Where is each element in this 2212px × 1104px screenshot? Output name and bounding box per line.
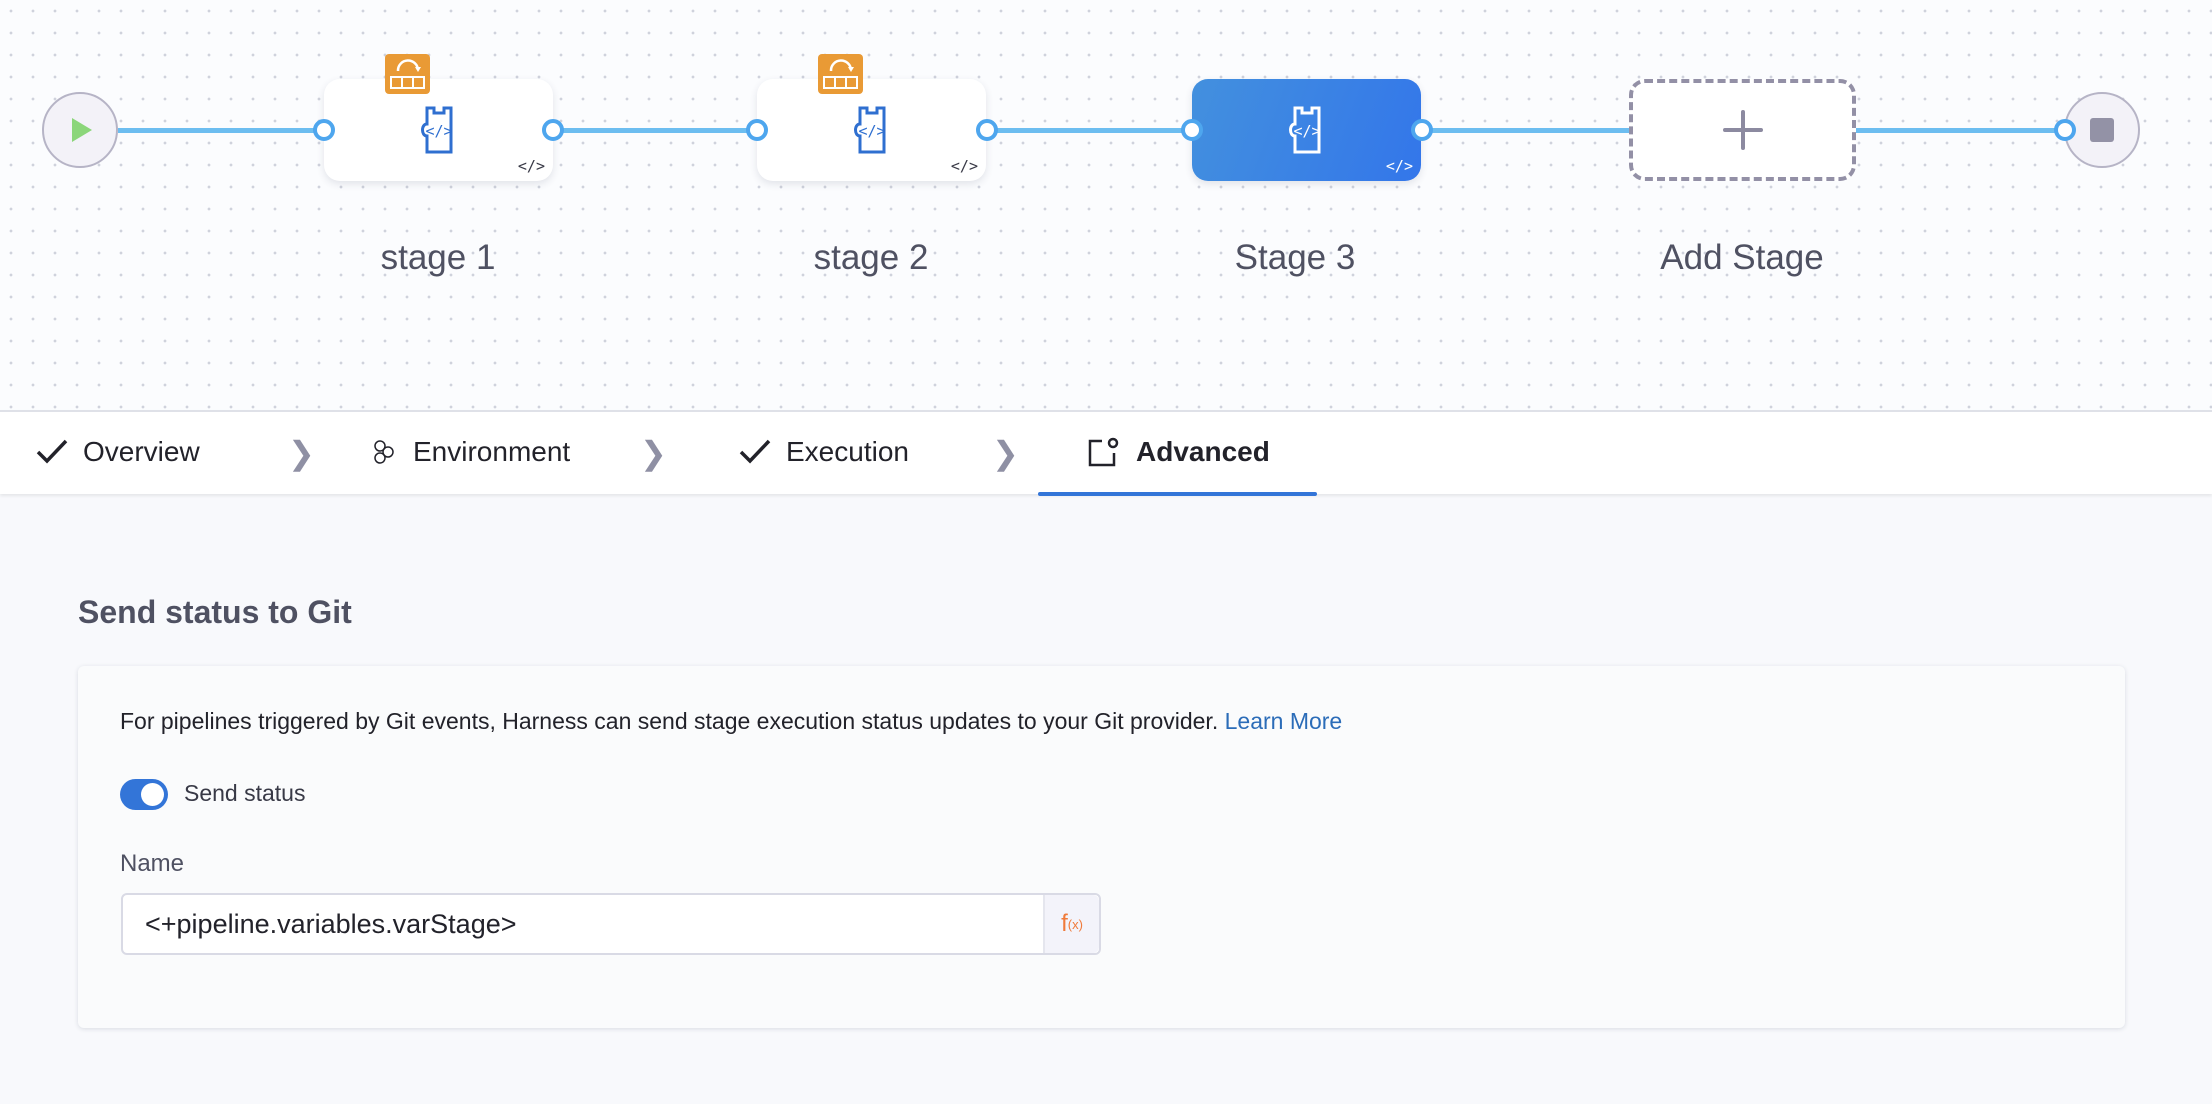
tab-label: Environment	[413, 436, 571, 467]
expression-fx-button[interactable]: f(x)	[1043, 895, 1099, 953]
add-stage-button[interactable]	[1629, 79, 1856, 181]
end-input-port[interactable]	[2054, 119, 2076, 141]
environment-icon	[374, 440, 394, 464]
tab-advanced[interactable]: Advanced	[1086, 436, 1270, 468]
svg-text:</>: </>	[425, 122, 452, 140]
learn-more-link[interactable]: Learn More	[1224, 708, 1343, 734]
stage-1-output-port[interactable]	[542, 119, 564, 141]
stage-node-3[interactable]: </> </>	[1192, 79, 1421, 181]
section-description: For pipelines triggered by Git events, H…	[120, 708, 1342, 735]
add-stage-label: Add Stage	[1660, 238, 1824, 277]
send-status-toggle[interactable]	[120, 779, 168, 810]
chevron-right-icon: ❯	[288, 435, 315, 471]
pipeline-end-node[interactable]	[2064, 92, 2140, 168]
name-label: Name	[120, 850, 185, 877]
pipeline-canvas: </> </> stage 1 </> </> stage 2 </> </> …	[0, 0, 2212, 410]
tab-overview[interactable]: Overview	[35, 436, 200, 468]
advanced-settings-icon	[1088, 437, 1119, 467]
stage-node-2[interactable]: </> </>	[757, 79, 986, 181]
section-title: Send status to Git	[78, 594, 352, 630]
stage-2-output-port[interactable]	[976, 119, 998, 141]
connector-line	[1855, 128, 2065, 133]
tab-label: Execution	[786, 436, 909, 467]
tab-label: Overview	[83, 436, 200, 467]
connector-line	[118, 128, 328, 133]
name-input-value[interactable]: <+pipeline.variables.varStage>	[145, 908, 517, 939]
check-icon	[36, 439, 68, 464]
chevron-right-icon: ❯	[640, 435, 667, 471]
custom-stage-icon: </>	[1288, 106, 1320, 154]
tab-environment[interactable]: Environment	[369, 436, 570, 468]
check-icon	[739, 439, 771, 464]
svg-text:</>: </>	[858, 122, 885, 140]
stage-2-label: stage 2	[813, 238, 929, 277]
tab-execution[interactable]: Execution	[738, 436, 909, 468]
play-icon	[72, 118, 92, 142]
send-status-label: Send status	[184, 780, 306, 806]
svg-text:</>: </>	[1293, 122, 1320, 140]
yaml-code-icon: </>	[950, 157, 978, 175]
connector-line	[1422, 128, 1630, 133]
tab-label: Advanced	[1136, 436, 1270, 467]
stage-1-label: stage 1	[380, 238, 496, 277]
stage-3-label: Stage 3	[1234, 238, 1356, 277]
stop-icon	[2090, 118, 2114, 142]
active-tab-indicator	[1038, 492, 1317, 496]
fx-icon-sub: (x)	[1067, 916, 1083, 932]
name-field[interactable]: <+pipeline.variables.varStage> f(x)	[121, 893, 1101, 955]
stage-tabs: Overview ❯ Environment ❯ Execution ❯ Adv…	[0, 410, 2212, 496]
description-text: For pipelines triggered by Git events, H…	[120, 708, 1219, 734]
fx-icon: f	[1061, 910, 1068, 937]
connector-line	[987, 128, 1193, 133]
connector-line	[553, 128, 758, 133]
yaml-code-icon: </>	[517, 157, 545, 175]
chevron-right-icon: ❯	[992, 435, 1019, 471]
stage-3-input-port[interactable]	[1181, 119, 1203, 141]
stage-3-output-port[interactable]	[1411, 119, 1433, 141]
send-status-card: For pipelines triggered by Git events, H…	[78, 666, 2125, 1028]
stage-node-1[interactable]: </> </>	[324, 79, 553, 181]
plus-icon	[1722, 110, 1763, 150]
yaml-code-icon: </>	[1385, 157, 1413, 175]
pipeline-start-node[interactable]	[42, 92, 118, 168]
stage-2-input-port[interactable]	[746, 119, 768, 141]
stage-1-input-port[interactable]	[313, 119, 335, 141]
looping-strategy-icon	[385, 54, 430, 94]
looping-strategy-icon	[818, 54, 863, 94]
custom-stage-icon: </>	[853, 106, 885, 154]
custom-stage-icon: </>	[420, 106, 452, 154]
